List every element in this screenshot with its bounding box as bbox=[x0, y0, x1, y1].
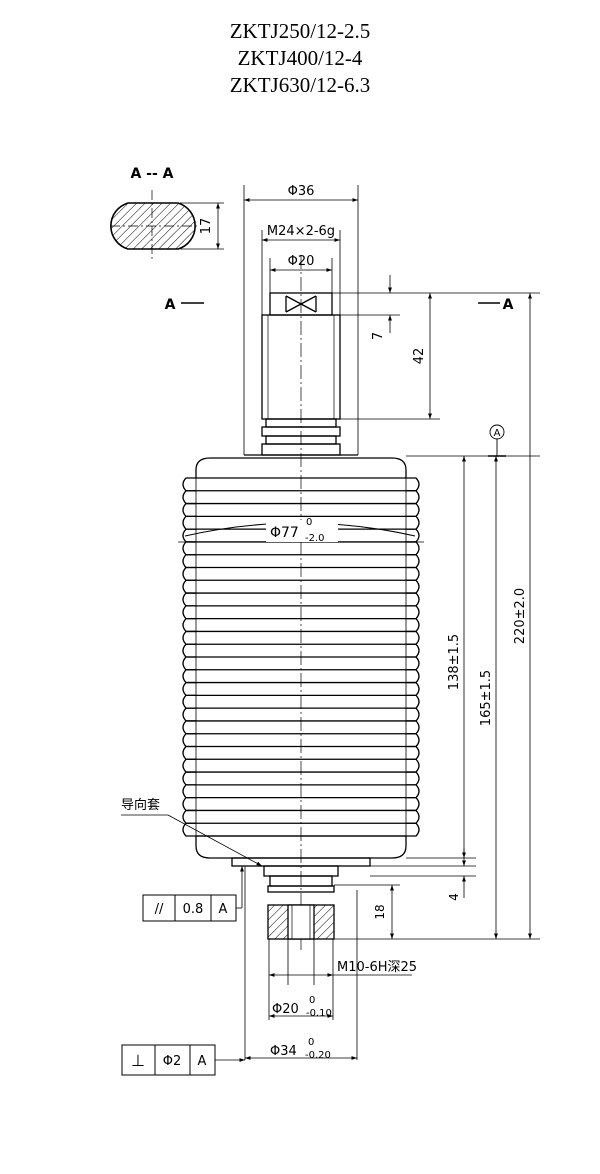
parallelism-frame: // 0.8 A bbox=[142, 866, 244, 922]
model-titles: ZKTJ250/12-2.5 ZKTJ400/12-4 ZKTJ630/12-6… bbox=[0, 18, 600, 99]
section-a-a: A -- A 17 A A bbox=[110, 166, 514, 313]
bottom-dimensions bbox=[244, 866, 412, 1060]
top-cover bbox=[195, 457, 407, 479]
dim-20-bottom-label: Φ20 bbox=[272, 1002, 299, 1017]
section-marker-left: A bbox=[165, 297, 176, 313]
model-title-2: ZKTJ400/12-4 bbox=[237, 46, 363, 70]
dim-77-label: Φ77 bbox=[270, 525, 299, 541]
dim-165-label: 165±1.5 bbox=[479, 670, 494, 726]
shed-core-outline bbox=[195, 478, 407, 836]
dim-7-label: 7 bbox=[371, 332, 386, 340]
dim-20-top-label: Φ20 bbox=[288, 254, 315, 269]
insulator-body bbox=[182, 457, 420, 867]
dim-34-lower: -0.20 bbox=[305, 1050, 331, 1061]
dim-thread-top-label: M24×2-6g bbox=[267, 224, 335, 239]
datum-a: A bbox=[488, 424, 506, 457]
parallelism-value: 0.8 bbox=[183, 902, 204, 917]
dim-thread-bottom-label: M10-6H深25 bbox=[337, 960, 417, 975]
perpendicularity-symbol: ⊥ bbox=[131, 1051, 145, 1070]
perpendicularity-value: Φ2 bbox=[163, 1054, 182, 1069]
dim-34-label: Φ34 bbox=[270, 1044, 297, 1059]
guide-sleeve-label: 导向套 bbox=[121, 797, 160, 813]
top-dimensions bbox=[243, 185, 540, 455]
perpendicularity-frame: ⊥ Φ2 A bbox=[121, 1044, 245, 1076]
dim-36-label: Φ36 bbox=[288, 184, 315, 199]
section-marker-right: A bbox=[503, 297, 514, 313]
dim-77-upper: 0 bbox=[306, 517, 312, 528]
dim-42-label: 42 bbox=[412, 348, 427, 365]
section-title: A -- A bbox=[130, 166, 173, 182]
perpendicularity-datum: A bbox=[198, 1054, 207, 1069]
dim-138-label: 138±1.5 bbox=[447, 634, 462, 690]
parallelism-symbol: // bbox=[155, 902, 164, 917]
dim-77-lower: -2.0 bbox=[305, 533, 325, 544]
moving-rod bbox=[244, 292, 358, 456]
guide-sleeve-leader bbox=[167, 814, 263, 867]
dim-4-label: 4 bbox=[447, 893, 461, 901]
model-title-3: ZKTJ630/12-6.3 bbox=[229, 73, 371, 97]
dim-18-label: 18 bbox=[373, 904, 387, 919]
dim-17-label: 17 bbox=[199, 218, 214, 235]
static-terminal bbox=[263, 865, 339, 940]
parallelism-datum: A bbox=[219, 902, 228, 917]
datum-label: A bbox=[494, 428, 501, 439]
dim-20-bottom-lower: -0.10 bbox=[306, 1008, 332, 1019]
dim-20-bottom-upper: 0 bbox=[309, 995, 315, 1006]
model-title-1: ZKTJ250/12-2.5 bbox=[229, 19, 371, 43]
bottom-cover bbox=[195, 835, 407, 859]
dim-34-upper: 0 bbox=[308, 1037, 314, 1048]
dim-220-label: 220±2.0 bbox=[513, 588, 528, 644]
height-dimensions bbox=[334, 293, 540, 940]
